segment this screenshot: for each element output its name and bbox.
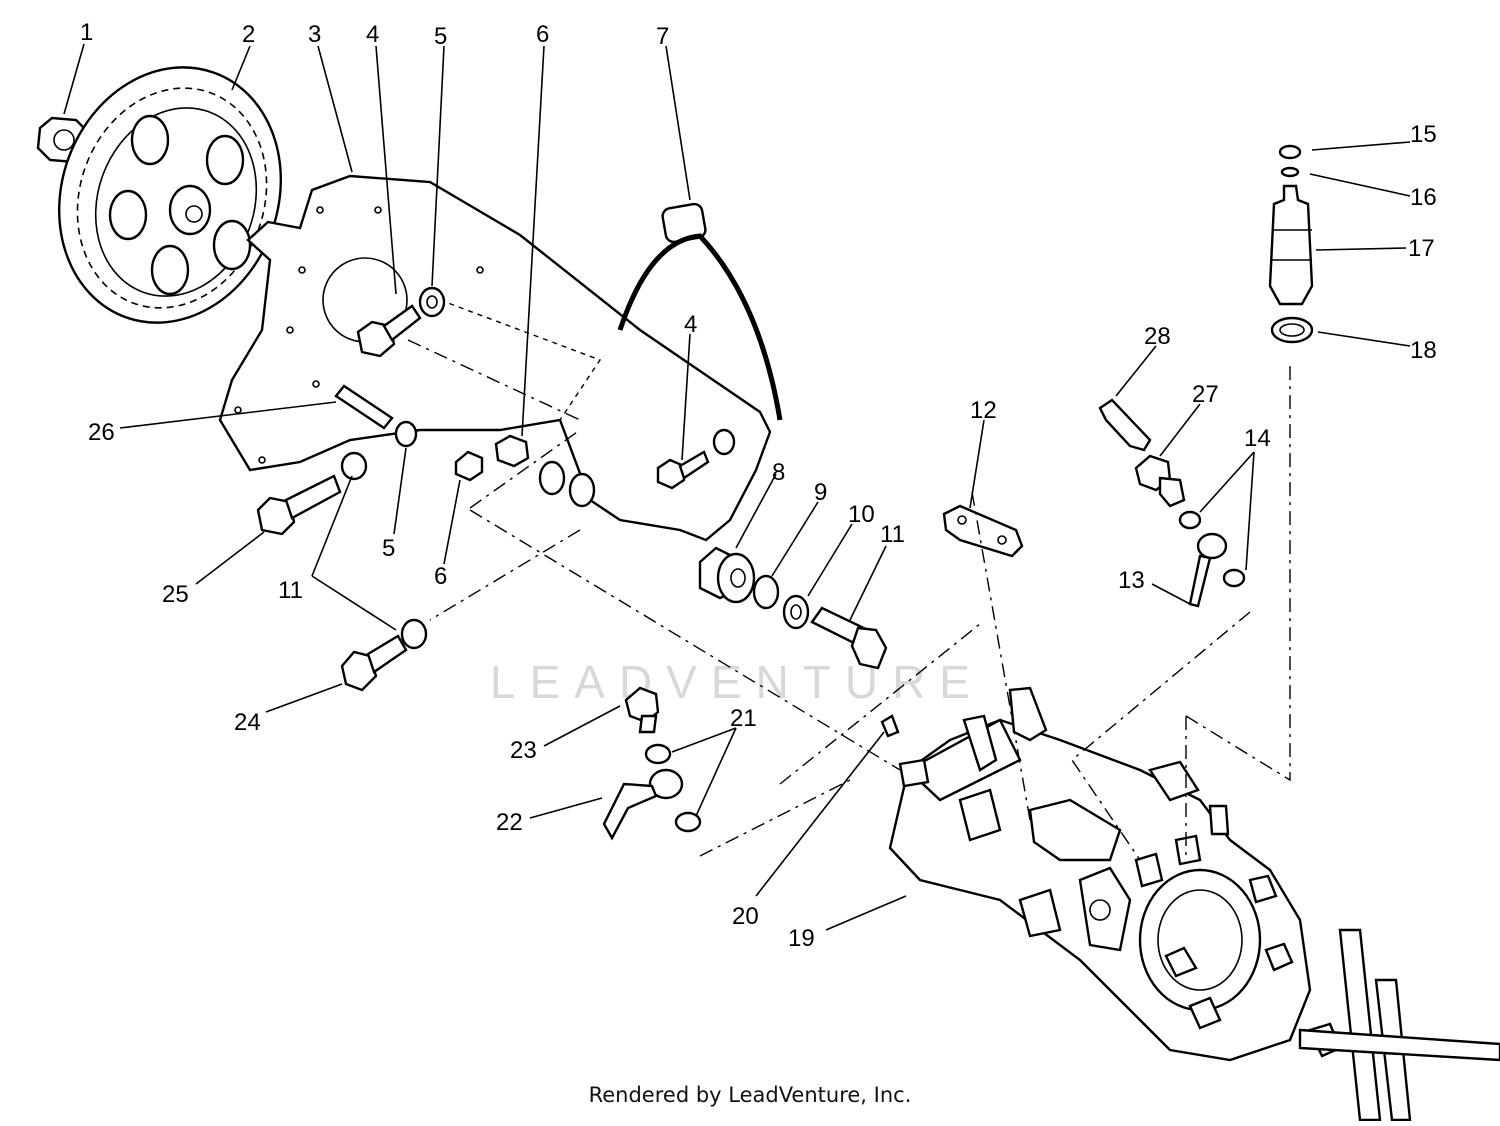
part-16-washer [1280, 166, 1300, 178]
callout-3: 3 [308, 21, 321, 48]
part-14-washers [1178, 510, 1246, 588]
callout-16: 16 [1410, 184, 1437, 211]
callout-26: 26 [88, 419, 115, 446]
callout-19: 19 [788, 925, 815, 952]
part-2-gear [58, 66, 282, 324]
part-13-banjo [1188, 532, 1228, 608]
callout-1: 1 [80, 19, 93, 46]
callout-21: 21 [730, 705, 757, 732]
callout-18: 18 [1410, 337, 1437, 364]
callout-8: 8 [772, 459, 785, 486]
part-26-stud [334, 384, 394, 430]
part-18-seal-ring [1270, 316, 1314, 344]
callout-11-left: 11 [278, 577, 303, 604]
part-10-washer [782, 594, 810, 630]
callout-15: 15 [1410, 121, 1437, 148]
part-25-bolt [256, 451, 368, 536]
callout-13: 13 [1118, 567, 1145, 594]
callout-27: 27 [1192, 381, 1219, 408]
part-21-washers [644, 743, 702, 833]
render-credit: Rendered by LeadVenture, Inc. [588, 1083, 912, 1107]
callout-28: 28 [1144, 323, 1171, 350]
part-20-key [880, 714, 900, 738]
alignment-lines [407, 339, 1291, 861]
callout-17: 17 [1408, 235, 1435, 262]
part-6-nut [494, 434, 530, 468]
callout-14: 14 [1244, 425, 1271, 452]
part-9-washer [752, 574, 780, 610]
callout-22: 22 [496, 809, 523, 836]
callout-labels: 1 2 3 4 5 6 7 4 8 9 10 11 26 5 6 25 11 2… [80, 19, 1437, 952]
part-washer-pair [394, 420, 596, 508]
part-15-nut [1278, 144, 1302, 160]
callout-12: 12 [970, 397, 997, 424]
callout-6: 6 [536, 21, 549, 48]
callout-11-right: 11 [880, 521, 905, 548]
part-23-banjo-bolt [624, 686, 660, 734]
callout-4-lower: 4 [684, 311, 697, 338]
callout-7: 7 [656, 23, 669, 50]
part-22-banjo [602, 768, 684, 841]
callout-10: 10 [848, 501, 875, 528]
part-7-sleeve [617, 202, 783, 421]
callout-6-lower: 6 [434, 563, 447, 590]
part-17-injector [1268, 184, 1314, 306]
part-12-bracket [942, 504, 1024, 558]
callout-5-lower: 5 [382, 535, 395, 562]
callout-24: 24 [234, 709, 261, 736]
part-24-bolt [340, 618, 428, 692]
part-19-injection-pump [888, 686, 1500, 1122]
part-4-bolt-lower [656, 428, 736, 490]
part-3-housing [218, 174, 772, 542]
callout-5: 5 [434, 23, 447, 50]
part-27-banjo-bolt [1134, 454, 1186, 508]
part-28-fitting [1098, 398, 1152, 452]
leader-lines [63, 43, 1411, 931]
part-8-spacer [698, 546, 756, 604]
callout-4: 4 [366, 21, 379, 48]
watermark-text: LEADVENTURE [490, 656, 984, 708]
callout-2: 2 [242, 21, 255, 48]
callout-9: 9 [814, 479, 827, 506]
part-4-bolt [356, 304, 422, 358]
part-11-bolt-right [810, 606, 888, 670]
callout-25: 25 [162, 581, 189, 608]
callout-23: 23 [510, 737, 537, 764]
part-5-washer [418, 286, 446, 318]
callout-20: 20 [732, 903, 759, 930]
